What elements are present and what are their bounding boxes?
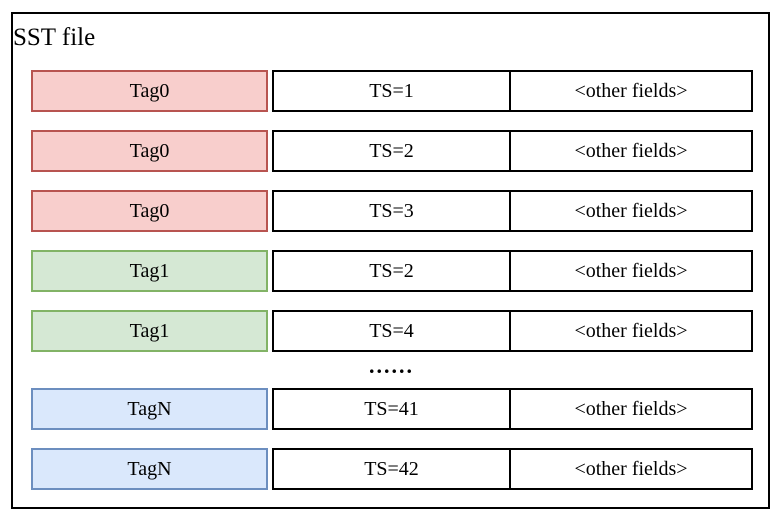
ts-cell: TS=4 xyxy=(272,310,511,352)
ts-cell: TS=3 xyxy=(272,190,511,232)
tag-cell: Tag0 xyxy=(31,190,268,232)
ellipsis-separator: ...... xyxy=(369,353,414,378)
tag-cell: Tag0 xyxy=(31,130,268,172)
ts-cell: TS=2 xyxy=(272,250,511,292)
record-row: Tag0 TS=3 <other fields> xyxy=(0,190,784,232)
record-row: Tag0 TS=2 <other fields> xyxy=(0,130,784,172)
tag-cell: Tag0 xyxy=(31,70,268,112)
record-row: TagN TS=41 <other fields> xyxy=(0,388,784,430)
tag-cell: Tag1 xyxy=(31,310,268,352)
other-fields-cell: <other fields> xyxy=(509,250,753,292)
other-fields-cell: <other fields> xyxy=(509,70,753,112)
record-row: Tag1 TS=4 <other fields> xyxy=(0,310,784,352)
ts-cell: TS=41 xyxy=(272,388,511,430)
other-fields-cell: <other fields> xyxy=(509,190,753,232)
sst-file-title: SST file xyxy=(13,24,96,51)
other-fields-cell: <other fields> xyxy=(509,448,753,490)
tag-cell: TagN xyxy=(31,448,268,490)
tag-cell: TagN xyxy=(31,388,268,430)
ts-cell: TS=42 xyxy=(272,448,511,490)
other-fields-cell: <other fields> xyxy=(509,388,753,430)
ts-cell: TS=1 xyxy=(272,70,511,112)
other-fields-cell: <other fields> xyxy=(509,310,753,352)
record-row: Tag0 TS=1 <other fields> xyxy=(0,70,784,112)
other-fields-cell: <other fields> xyxy=(509,130,753,172)
record-row: Tag1 TS=2 <other fields> xyxy=(0,250,784,292)
tag-cell: Tag1 xyxy=(31,250,268,292)
record-row: TagN TS=42 <other fields> xyxy=(0,448,784,490)
ts-cell: TS=2 xyxy=(272,130,511,172)
